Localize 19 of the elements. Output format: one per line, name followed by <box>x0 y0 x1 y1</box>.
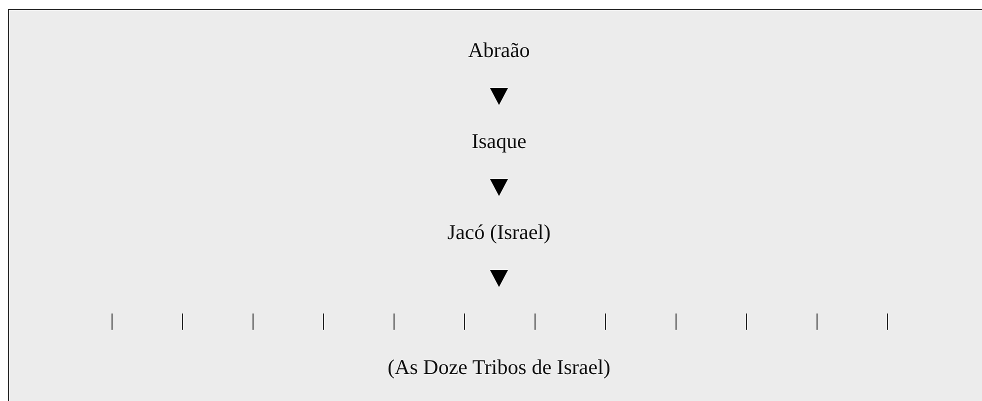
tick-mark: | <box>110 310 114 331</box>
tick-mark: | <box>180 310 184 331</box>
tick-mark: | <box>886 310 890 331</box>
tick-mark: | <box>251 310 255 331</box>
arrow <box>490 270 508 287</box>
tick-mark: | <box>322 310 326 331</box>
name-text: (As Doze Tribos de Israel) <box>388 355 610 379</box>
tick-mark: | <box>744 310 748 331</box>
tick-mark: | <box>604 310 608 331</box>
name-text: Jacó (Israel) <box>447 196 551 269</box>
name-text: Abraão <box>468 38 530 87</box>
arrow <box>490 88 508 106</box>
name-text: Isaque <box>472 105 526 178</box>
arrow <box>490 179 508 197</box>
tick-mark: | <box>462 310 466 331</box>
tick-mark: | <box>815 310 819 331</box>
tick-mark: | <box>392 310 396 331</box>
tick-mark: | <box>674 310 678 331</box>
tick-mark: | <box>533 310 537 331</box>
